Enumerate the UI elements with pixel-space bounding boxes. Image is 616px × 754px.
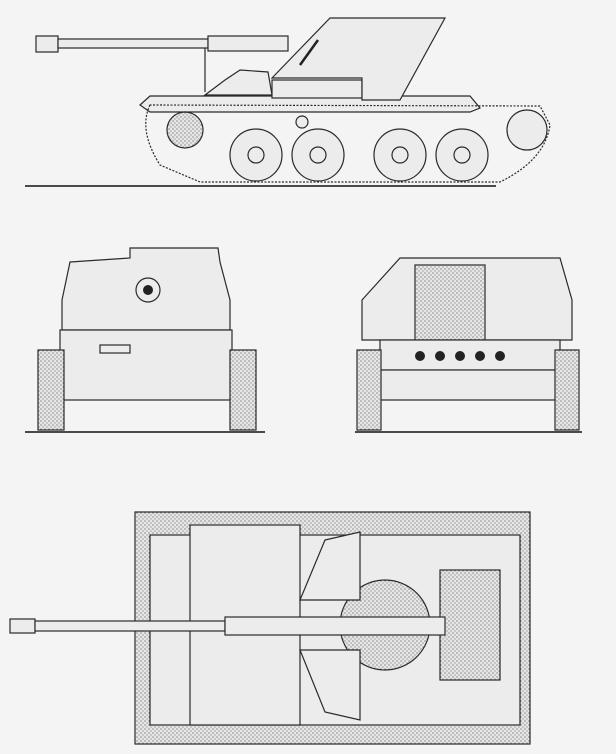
road-wheels (229, 128, 489, 182)
muzzle-brake (35, 35, 59, 53)
drive-sprocket (166, 111, 204, 149)
side-view (25, 17, 551, 187)
fighting-compartment (271, 79, 363, 99)
gun-shield (270, 17, 447, 101)
gun-barrel (57, 38, 209, 49)
top-view (9, 511, 531, 745)
rear-view (355, 257, 582, 433)
front-view (25, 247, 265, 433)
right-track (229, 349, 257, 431)
idler-wheel (506, 109, 548, 151)
shield-upper (299, 531, 361, 601)
return-roller (295, 115, 309, 129)
gun-cradle (207, 35, 289, 52)
left-track (37, 349, 65, 431)
driver-hood (203, 69, 273, 96)
left-track (356, 349, 382, 431)
front-hull (59, 329, 233, 401)
gun-breech (414, 264, 486, 341)
gun-barrel-top (34, 620, 226, 632)
shield-lower (299, 649, 361, 721)
muzzle-brake-top (9, 618, 36, 634)
right-track (554, 349, 580, 431)
track (145, 104, 551, 183)
rear-hull (379, 339, 561, 371)
gun-cradle-top (224, 616, 446, 636)
breech-top (439, 569, 501, 681)
